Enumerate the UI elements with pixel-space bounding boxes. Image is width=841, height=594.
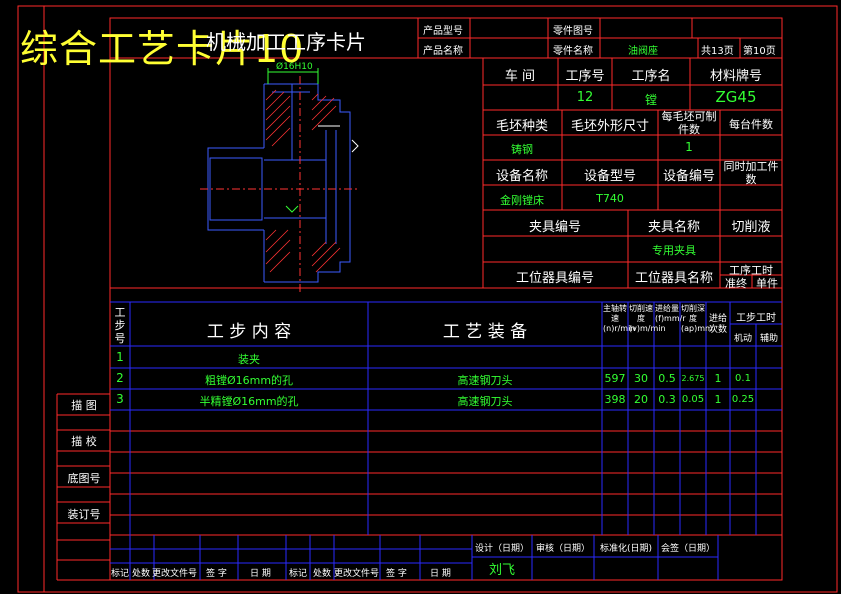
step-machine-time: 0.1 bbox=[735, 373, 751, 384]
parts-per-unit-label: 每台件数 bbox=[729, 118, 773, 131]
step-speed: 398 bbox=[604, 393, 626, 406]
simul-parts-label: 同时加工件数 bbox=[723, 160, 779, 186]
coolant-label: 切削液 bbox=[731, 220, 771, 235]
col-machine: 机动 bbox=[733, 334, 753, 344]
step-depth: 0.05 bbox=[681, 394, 705, 405]
footer-design: 设计（日期） bbox=[474, 544, 530, 554]
fixture-no-label: 夹具编号 bbox=[528, 220, 582, 235]
side-binding-no: 装订号 bbox=[67, 508, 101, 521]
material-value: ZG45 bbox=[715, 88, 757, 106]
col-step-no: 工步号 bbox=[114, 306, 126, 345]
fixture-name-value: 专用夹具 bbox=[652, 244, 696, 257]
step-no: 3 bbox=[116, 392, 124, 406]
rev-col: 签 字 bbox=[386, 569, 407, 579]
hatching bbox=[265, 89, 341, 273]
col-equipment: 工 艺 装 备 bbox=[442, 322, 528, 342]
footer-review: 审核（日期） bbox=[535, 544, 591, 554]
rev-col: 标记 bbox=[289, 569, 308, 579]
step-no: 1 bbox=[116, 350, 124, 364]
designer-name: 刘飞 bbox=[488, 563, 516, 578]
step-equipment: 高速钢刀头 bbox=[457, 395, 513, 408]
op-name-value: 镗 bbox=[644, 93, 658, 107]
parts-per-blank-label: 每毛坯可制件数 bbox=[661, 110, 717, 136]
rev-col: 日 期 bbox=[430, 569, 451, 579]
col-depth: 切削深度(ap)mm bbox=[681, 304, 713, 333]
equip-name-value: 金刚镗床 bbox=[500, 194, 544, 207]
material-label: 材料牌号 bbox=[709, 69, 763, 84]
total-pages: 共13页 bbox=[701, 46, 734, 57]
step-equipment: 高速钢刀头 bbox=[457, 374, 513, 387]
blank-size-label: 毛坯外形尺寸 bbox=[570, 119, 650, 134]
col-aux: 辅助 bbox=[759, 334, 779, 344]
step-feed: 0.5 bbox=[658, 372, 676, 385]
step-content: 装夹 bbox=[238, 353, 260, 366]
col-time: 工步工时 bbox=[736, 313, 776, 324]
step-content: 半精镗Ø16mm的孔 bbox=[199, 395, 299, 408]
step-cut-speed: 20 bbox=[634, 393, 648, 406]
footer-countersign: 会签（日期） bbox=[660, 544, 716, 554]
equip-no-label: 设备编号 bbox=[662, 169, 716, 184]
rev-col: 处数 bbox=[132, 569, 151, 579]
step-depth: 2.675 bbox=[681, 374, 705, 383]
side-check: 描 校 bbox=[71, 435, 97, 448]
step-content: 粗镗Ø16mm的孔 bbox=[204, 374, 294, 387]
equip-name-label: 设备名称 bbox=[495, 169, 549, 184]
station-tool-no-label: 工位器具编号 bbox=[515, 271, 595, 286]
op-no-value: 12 bbox=[576, 90, 594, 105]
equip-model-label: 设备型号 bbox=[583, 169, 637, 184]
fixture-name-label: 夹具名称 bbox=[647, 220, 701, 235]
side-base-no: 底图号 bbox=[67, 472, 101, 485]
workshop-label: 车 间 bbox=[504, 69, 536, 84]
station-tool-name-label: 工位器具名称 bbox=[634, 271, 714, 286]
op-no-label: 工序号 bbox=[565, 69, 605, 84]
rev-col: 签 字 bbox=[206, 569, 227, 579]
step-speed: 597 bbox=[604, 372, 626, 385]
rev-col: 日 期 bbox=[250, 569, 271, 579]
parts-per-blank-value: 1 bbox=[685, 140, 693, 154]
part-name-value: 油阀座 bbox=[628, 46, 658, 57]
step-machine-time: 0.25 bbox=[731, 394, 755, 405]
rev-col: 标记 bbox=[111, 569, 130, 579]
part-drawing-no-label: 零件图号 bbox=[553, 26, 593, 37]
blank-type-label: 毛坯种类 bbox=[495, 119, 549, 134]
equip-model-value: T740 bbox=[596, 192, 624, 205]
part-drawing bbox=[200, 68, 360, 292]
side-trace: 描 图 bbox=[71, 399, 97, 412]
step-passes: 1 bbox=[714, 372, 722, 385]
col-passes: 进给次数 bbox=[708, 314, 727, 335]
product-name-label: 产品名称 bbox=[423, 46, 463, 57]
page-no: 第10页 bbox=[743, 46, 776, 57]
card-title: 机械加工工序卡片 bbox=[206, 30, 366, 54]
product-model-label: 产品型号 bbox=[423, 26, 463, 37]
step-cut-speed: 30 bbox=[634, 372, 648, 385]
col-content: 工 步 内 容 bbox=[206, 322, 292, 342]
step-passes: 1 bbox=[714, 393, 722, 406]
op-time-label: 工序工时 bbox=[729, 264, 773, 277]
col-cut-speed: 切削速度(v)m/min bbox=[629, 304, 666, 333]
unit-label: 单件 bbox=[756, 277, 778, 290]
rev-col: 处数 bbox=[313, 569, 332, 579]
part-name-label: 零件名称 bbox=[553, 46, 593, 57]
step-no: 2 bbox=[116, 371, 124, 385]
footer-standard: 标准化(日期) bbox=[599, 544, 653, 554]
op-name-label: 工序名 bbox=[631, 69, 671, 84]
blank-type-value: 铸钢 bbox=[511, 143, 533, 156]
step-feed: 0.3 bbox=[658, 393, 676, 406]
rev-col: 更改文件号 bbox=[334, 569, 380, 579]
rev-col: 更改文件号 bbox=[152, 569, 198, 579]
dimension-label: Ø16H10 bbox=[276, 62, 313, 72]
overlay-title: 综合工艺卡片10 bbox=[20, 27, 305, 71]
col-feed: 进给量(f)mm/r bbox=[655, 304, 686, 323]
col-speed: 主轴转速(n)r/min bbox=[603, 304, 636, 333]
prep-label: 准终 bbox=[725, 277, 747, 290]
